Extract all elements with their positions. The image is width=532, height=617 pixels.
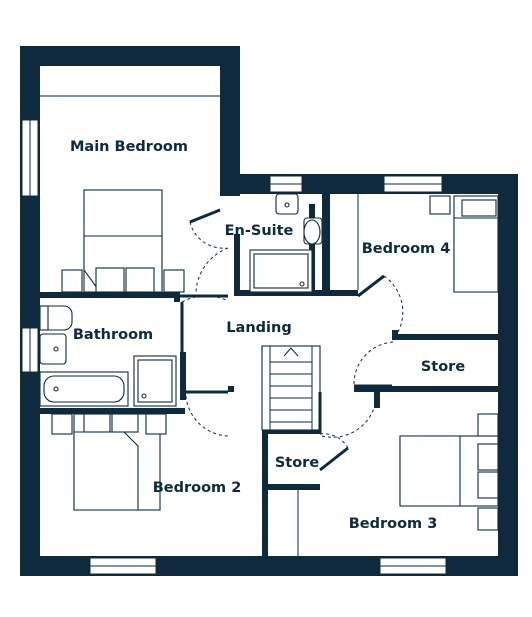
room-label-main-bedroom: Main Bedroom: [70, 139, 188, 155]
bedside-table: [61, 269, 83, 293]
window-en-suite: [269, 175, 303, 193]
window-main-bedroom: [21, 119, 39, 197]
staircase: [261, 345, 321, 431]
basin: [39, 333, 67, 365]
toilet-bowl: [303, 219, 321, 245]
bedside-table: [163, 269, 185, 293]
window-bedroom-4: [383, 175, 443, 193]
room-label-bedroom-4: Bedroom 4: [362, 241, 451, 257]
bedroom-3-furniture: [399, 413, 499, 531]
pillow: [125, 267, 155, 293]
bedside-table: [477, 507, 499, 531]
window-bedroom-3: [379, 557, 447, 575]
bedside-table: [477, 413, 499, 437]
bedside-table: [51, 413, 73, 435]
room-label-bedroom-2: Bedroom 2: [153, 480, 242, 496]
bedroom-4-furniture: [357, 194, 499, 293]
window-bedroom-2: [89, 557, 157, 575]
window-bathroom: [21, 327, 39, 373]
door-bedroom-4: [357, 274, 385, 298]
bedside-table: [429, 195, 451, 215]
door-en-suite: [189, 208, 221, 224]
room-label-store-right: Store: [421, 359, 465, 375]
pillow: [461, 199, 497, 217]
pillow: [477, 443, 499, 471]
bathroom-fixtures: [39, 305, 177, 407]
en-suite-fixtures: [249, 193, 323, 293]
main-bedroom-furniture: [40, 95, 220, 293]
pillow: [111, 413, 139, 433]
room-label-bedroom-3: Bedroom 3: [349, 516, 438, 532]
bed-duvet: [73, 431, 139, 511]
room-label-store-small: Store: [275, 455, 319, 471]
bed-duvet: [453, 217, 499, 293]
bed-duvet: [399, 435, 461, 507]
bedside-table: [145, 413, 167, 435]
room-label-landing: Landing: [226, 320, 291, 336]
pillow: [477, 471, 499, 499]
room-label-en-suite: En-Suite: [225, 223, 294, 239]
doors: [180, 208, 404, 472]
pillow: [83, 413, 111, 433]
windows: [21, 119, 447, 575]
room-label-bathroom: Bathroom: [73, 327, 153, 343]
pillow: [95, 267, 125, 293]
bedroom-2-furniture: [51, 413, 167, 511]
door-small-store: [319, 446, 349, 472]
